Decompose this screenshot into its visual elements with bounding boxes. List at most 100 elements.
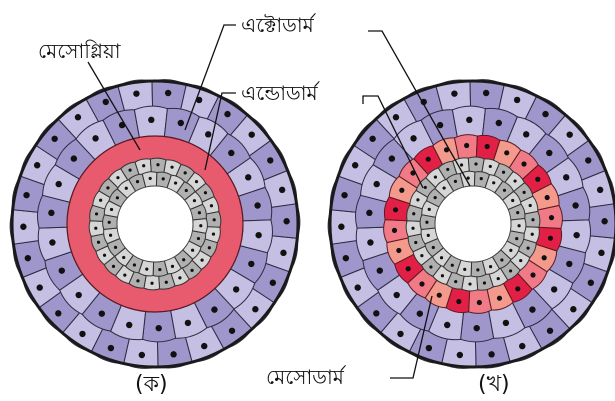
cell-nucleus <box>519 343 525 349</box>
cell-nucleus <box>480 177 483 180</box>
cell-nucleus <box>270 280 276 286</box>
cell-nucleus <box>248 261 254 267</box>
cell-nucleus <box>389 155 395 161</box>
cell-nucleus <box>426 345 432 351</box>
cell-nucleus <box>548 236 553 241</box>
cell-nucleus <box>158 268 161 271</box>
cell-nucleus <box>434 196 437 199</box>
cell-nucleus <box>476 268 479 271</box>
cell-nucleus <box>103 254 106 257</box>
cell-nucleus <box>483 90 489 96</box>
cell-nucleus <box>516 211 519 214</box>
cell-nucleus <box>116 176 119 179</box>
cell-nucleus <box>136 279 139 282</box>
cell-nucleus <box>530 272 535 277</box>
cell-nucleus <box>573 232 579 238</box>
cell-nucleus <box>245 174 251 180</box>
cell-nucleus <box>338 224 344 230</box>
cell-nucleus <box>492 181 495 184</box>
cell-nucleus <box>502 171 505 174</box>
cell-nucleus <box>514 97 520 103</box>
cell-nucleus <box>551 286 557 292</box>
cell-nucleus <box>546 150 552 156</box>
cell-nucleus <box>529 204 532 207</box>
cell-nucleus <box>504 150 509 155</box>
cell-nucleus <box>23 192 29 198</box>
cell-nucleus <box>133 263 136 266</box>
cell-nucleus <box>197 237 200 240</box>
cell <box>588 204 615 238</box>
cell-nucleus <box>37 284 43 290</box>
cell-nucleus <box>20 224 26 230</box>
cell-nucleus <box>228 150 234 156</box>
cell-nucleus <box>588 280 594 286</box>
cell-nucleus <box>393 114 399 120</box>
cell-nucleus <box>51 136 57 142</box>
cell-nucleus <box>496 120 502 126</box>
cell-nucleus <box>185 320 191 326</box>
cell-nucleus <box>373 310 379 316</box>
cell-nucleus <box>205 131 211 137</box>
cell-nucleus <box>25 255 31 261</box>
cell-nucleus <box>377 267 383 273</box>
cell-nucleus <box>190 269 193 272</box>
cell-nucleus <box>406 266 411 271</box>
cell-nucleus <box>200 259 203 262</box>
cell-nucleus <box>343 255 349 261</box>
cell-nucleus <box>519 259 522 262</box>
diagram-coelomate <box>328 80 615 369</box>
cell-nucleus <box>99 199 102 202</box>
cell-nucleus <box>432 246 435 249</box>
cell-nucleus <box>424 186 427 189</box>
cell-nucleus <box>585 157 591 163</box>
cell-nucleus <box>397 331 403 337</box>
cell-nucleus <box>529 306 535 312</box>
cell-nucleus <box>412 212 415 215</box>
cell-nucleus <box>513 179 516 182</box>
cell-nucleus <box>517 224 520 227</box>
cell-nucleus <box>446 168 449 171</box>
cell-nucleus <box>249 131 255 137</box>
cell-nucleus <box>549 215 554 220</box>
cell-nucleus <box>572 202 578 208</box>
cell-nucleus <box>488 351 494 357</box>
cell-nucleus <box>156 163 159 166</box>
cell-nucleus <box>204 191 207 194</box>
cell-nucleus <box>523 191 526 194</box>
cell-nucleus <box>601 218 607 224</box>
cell-nucleus <box>99 310 105 316</box>
cell-nucleus <box>110 208 113 211</box>
cell-nucleus <box>208 246 211 249</box>
cell-nucleus <box>503 320 509 326</box>
cell-nucleus <box>474 325 480 331</box>
cell-nucleus <box>547 328 553 334</box>
cell-nucleus <box>108 345 114 351</box>
cell-nucleus <box>341 192 347 198</box>
cell-nucleus <box>254 202 260 208</box>
caption-left: (ক) <box>135 372 168 397</box>
cell-nucleus <box>399 188 404 193</box>
label-ectoderm: এক্টোডার্ম <box>241 13 316 37</box>
cell-nucleus <box>170 351 176 357</box>
cell-nucleus <box>434 175 437 178</box>
cell-nucleus <box>460 163 463 166</box>
cell-nucleus <box>114 246 117 249</box>
cell-nucleus <box>464 143 469 148</box>
cell-nucleus <box>76 292 82 298</box>
cell-nucleus <box>193 199 196 202</box>
cell-nucleus <box>198 211 201 214</box>
cell-nucleus <box>531 233 534 236</box>
cell-nucleus <box>474 162 477 165</box>
cell-nucleus <box>92 135 98 141</box>
cell-nucleus <box>71 155 77 161</box>
cell-nucleus <box>467 177 470 180</box>
cell-nucleus <box>106 186 109 189</box>
cell-nucleus <box>483 281 486 284</box>
cell-nucleus <box>233 286 239 292</box>
cell-nucleus <box>441 274 444 277</box>
cell-nucleus <box>451 90 457 96</box>
cell-nucleus <box>109 234 112 237</box>
cell-nucleus <box>531 218 534 221</box>
cell-nucleus <box>440 256 443 259</box>
cell-nucleus <box>437 122 443 128</box>
